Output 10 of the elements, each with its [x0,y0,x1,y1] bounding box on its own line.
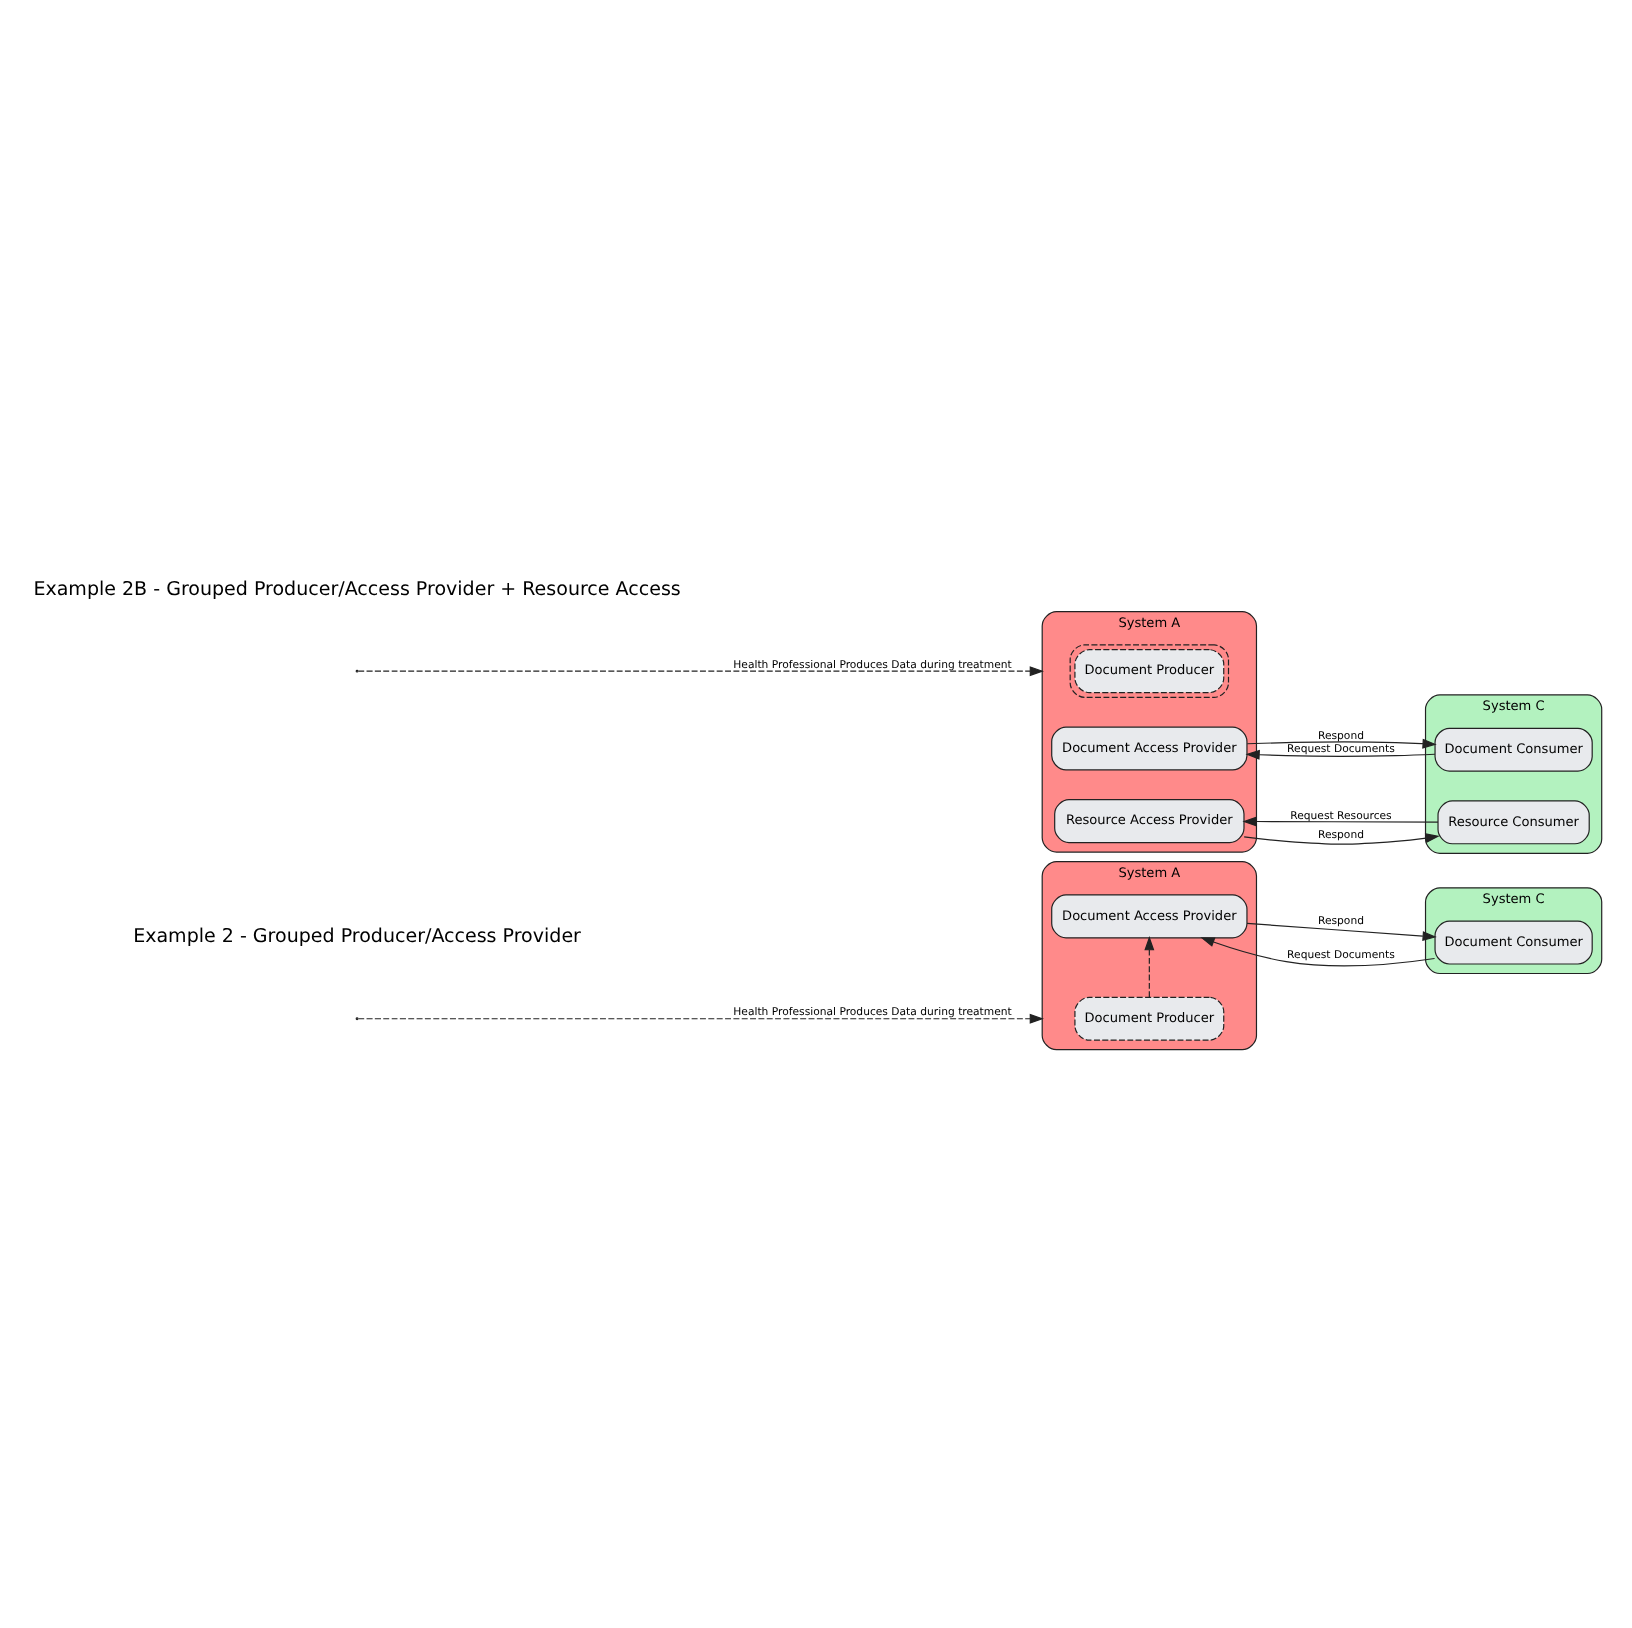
label: Example 2B - Grouped Producer/Access Provider + Resource Access [33,578,681,601]
arrow [1246,922,1437,942]
label: Example 2 - Grouped Producer/Access Provider [133,926,581,949]
arrow [1246,738,1437,749]
arrow [1245,749,1436,760]
arrow [1144,936,1155,998]
arrow [1242,816,1439,827]
arrow [357,1013,1044,1024]
arrow [1243,833,1440,845]
arrow [1200,937,1436,967]
